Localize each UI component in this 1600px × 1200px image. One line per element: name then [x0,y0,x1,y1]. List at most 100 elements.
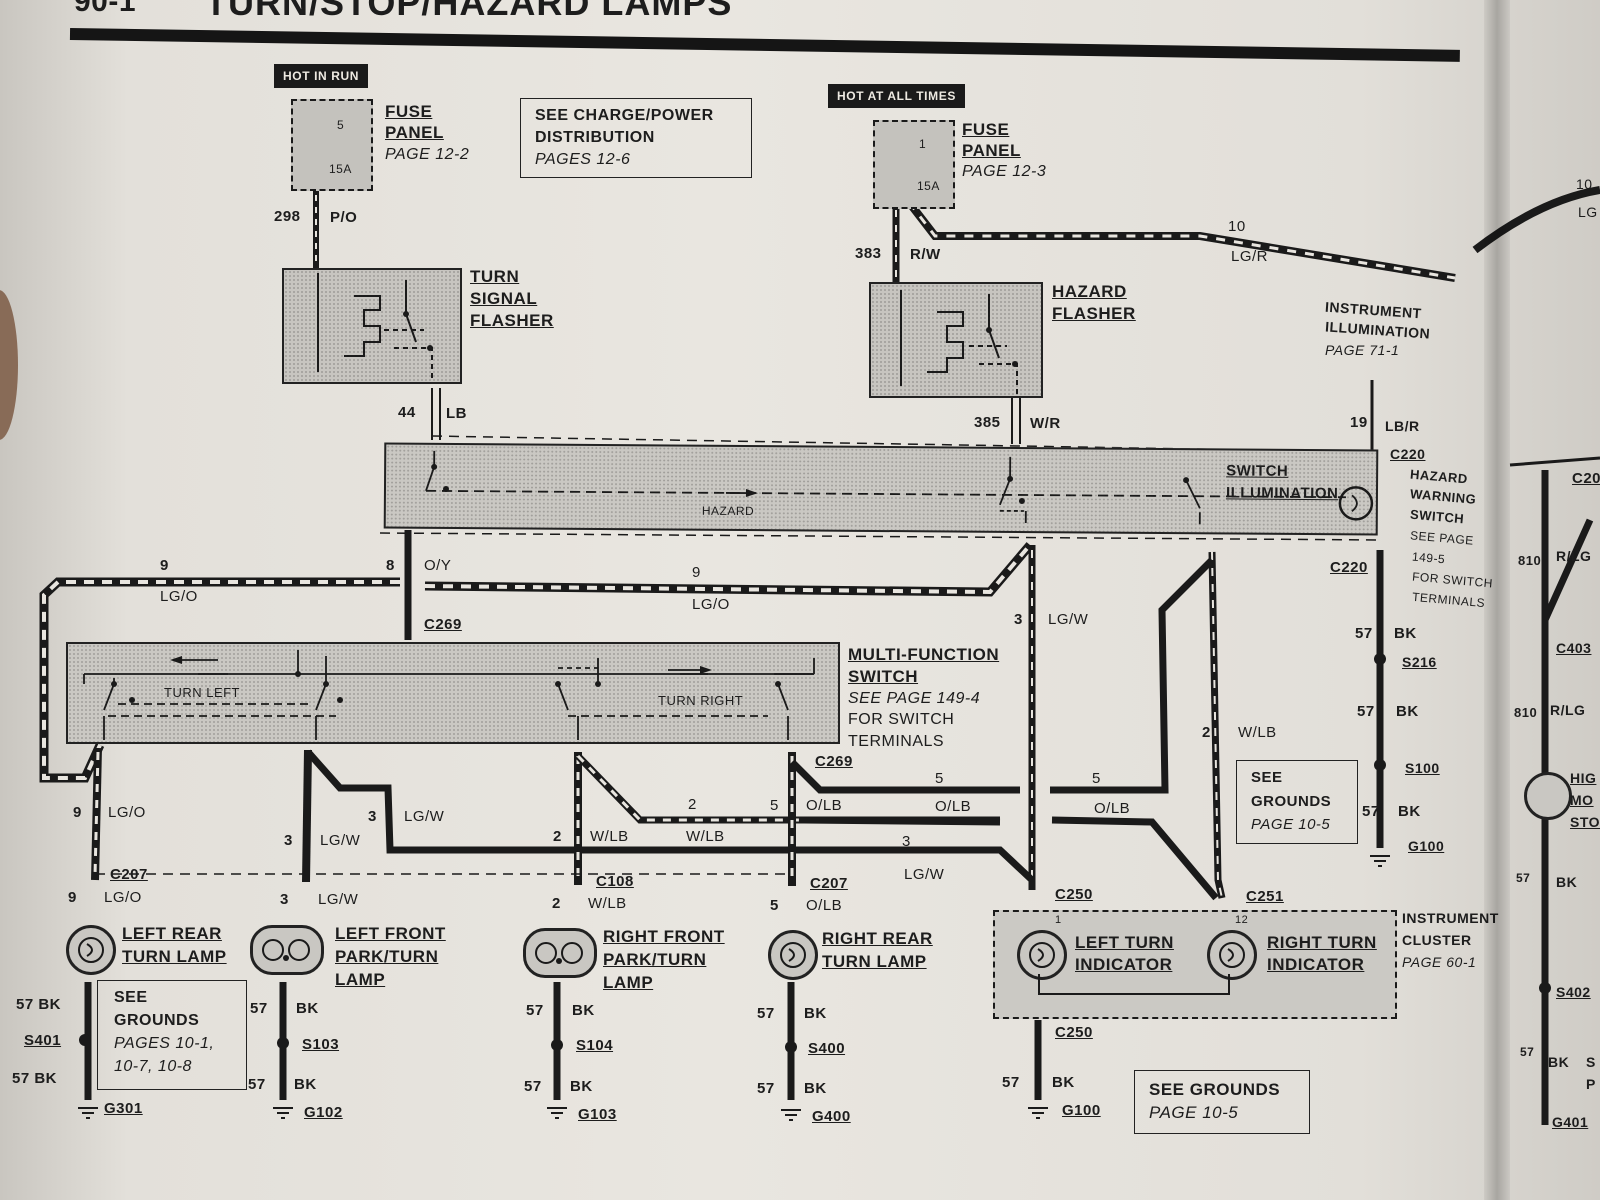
hazard-side-5: 149-5 [1411,549,1446,567]
left-rear-label-1: LEFT REAR [122,924,222,943]
wire-label-810a: 810 [1518,553,1542,568]
connector-c250-bottom: C250 [1055,1024,1093,1041]
wire-label-9-lr-b: 9 [68,889,77,906]
wire-label-57h: 57 [526,1002,544,1019]
left-front-label-1: LEFT FRONT [335,924,446,943]
connector-c207-left: C207 [110,866,148,883]
wire-label-lgr: LG/R [1231,248,1269,265]
wire-label-2-rf-a: 2 [553,828,562,845]
wire-label-wr: W/R [1030,415,1061,432]
fuse-1-number: 1 [919,137,927,151]
wire-label-57l: 57 [1002,1074,1020,1091]
wire-label-rw: R/W [910,246,941,263]
wire-label-10-right: 10 [1576,176,1593,192]
see-grounds-1b: GROUNDS [1251,793,1332,810]
right-turn-indicator-lamp [1207,930,1257,980]
right-rear-label-2: TURN LAMP [822,952,927,971]
wire-label-bk-n: BK [1556,874,1578,890]
turn-signal-flasher [282,268,462,384]
wire-label-3-lf-b: 3 [284,832,293,849]
wire-label-57a: 57 [1355,625,1373,642]
wire-label-9a: 9 [160,557,169,574]
wire-label-bk-i: BK [570,1078,593,1095]
cluster-label-2: CLUSTER [1402,932,1472,948]
wire-9-lgo-lr [91,747,102,881]
wire-label-5-mid: 5 [770,797,779,814]
connector-c220-right: C220 [1330,559,1368,576]
ground-g100-top: G100 [1408,838,1445,854]
cluster-label-3: PAGE 60-1 [1402,954,1477,970]
connector-c250-top: C250 [1055,886,1093,903]
splice-s103: S103 [302,1036,340,1053]
wire-label-3-bottom: 3 [902,833,911,850]
left-turn-indicator-lamp [1017,930,1067,980]
hazard-flasher-label-2: FLASHER [1052,304,1136,323]
ground-g103: G103 [578,1106,617,1123]
right-rear-label-1: RIGHT REAR [822,929,933,948]
see-grounds-box-1: SEE GROUNDS PAGE 10-5 [1236,760,1358,844]
see-grounds-1a: SEE [1251,769,1283,786]
wire-3-lgw-lf [302,749,312,883]
wire-label-57f: 57 [250,1000,268,1017]
wire-label-57k: 57 [757,1080,775,1097]
wire-label-lg-right: LG [1578,204,1598,220]
wire-label-9-lr: 9 [73,804,82,821]
cluster-label-1: INSTRUMENT [1402,910,1499,926]
wire-label-57i: 57 [524,1078,542,1095]
splice-s216: S216 [1402,654,1437,670]
right-rear-turn-lamp [768,930,818,980]
wire-label-olb-mid: O/LB [806,797,843,814]
turn-flasher-label-2: SIGNAL [470,289,538,308]
see-grounds-3a: SEE GROUNDS [1149,1080,1281,1099]
connector-c108: C108 [596,873,634,890]
wire-label-57o: 57 [1520,1045,1535,1059]
wire-label-383: 383 [855,245,882,262]
right-front-label-2: PARK/TURN [603,950,707,969]
turn-flasher-label-3: FLASHER [470,311,554,330]
wire-label-lgw-lf-a: LG/W [404,808,445,825]
see-grounds-2c: PAGES 10-1, [114,1035,215,1052]
connector-c220-top: C220 [1390,446,1426,462]
hot-at-all-times-tag: HOT AT ALL TIMES [828,84,965,108]
hazard-flasher [869,282,1043,398]
left-front-label-2: PARK/TURN [335,947,439,966]
see-charge-2: DISTRIBUTION [535,129,655,146]
wire-label-19: 19 [1350,414,1368,431]
wire-label-3-lf-a: 3 [368,808,377,825]
wire-label-57n: 57 [1516,871,1531,885]
wire-label-8: 8 [386,557,395,574]
fuse-panel-left-1: FUSE [385,102,433,121]
splice-s104: S104 [576,1037,614,1054]
hig-label-1: HIG [1570,770,1597,786]
wire-label-olb-rr: O/LB [806,897,843,914]
wire-label-9b: 9 [692,564,701,581]
wire-label-lgw-a: LG/W [1048,611,1089,628]
thumb-shadow [0,290,18,440]
turn-left-label: TURN LEFT [164,685,240,700]
splice-s402: S402 [1556,984,1591,1000]
wire-label-wlb-mid: W/LB [686,828,725,845]
see-grounds-box-3: SEE GROUNDS PAGE 10-5 [1134,1070,1310,1134]
wire-label-2-right: 2 [1202,724,1211,741]
instr-illum-3: PAGE 71-1 [1325,342,1400,358]
see-charge-box: SEE CHARGE/POWER DISTRIBUTION PAGES 12-6 [520,98,752,178]
wire-label-bk-a: BK [1394,625,1417,642]
wire-label-810b: 810 [1514,705,1538,720]
fuse-panel-left-page: PAGE 12-2 [385,146,470,163]
hot-in-run-tag: HOT IN RUN [274,64,368,88]
cluster-pin-1: 1 [1055,914,1062,926]
wire-label-bk-b: BK [1396,703,1419,720]
wire-label-57b: 57 [1357,703,1375,720]
ground-g102: G102 [304,1104,343,1121]
hazard-warning-switch: HAZARD SWITCH ILLUMINATION [383,442,1379,536]
wire-label-3-lf-c: 3 [280,891,289,908]
fuse-5-amps: 15A [329,162,352,176]
wire-label-2-rf-b: 2 [552,895,561,912]
wire-label-3a: 3 [1014,611,1023,628]
page-title: TURN/STOP/HAZARD LAMPS [205,0,733,23]
wire-label-oy: O/Y [424,557,452,574]
wire-label-bk-f: BK [296,1000,319,1017]
wire-label-rlg-a: R/LG [1556,548,1592,564]
wire-label-2-mid: 2 [688,796,697,813]
